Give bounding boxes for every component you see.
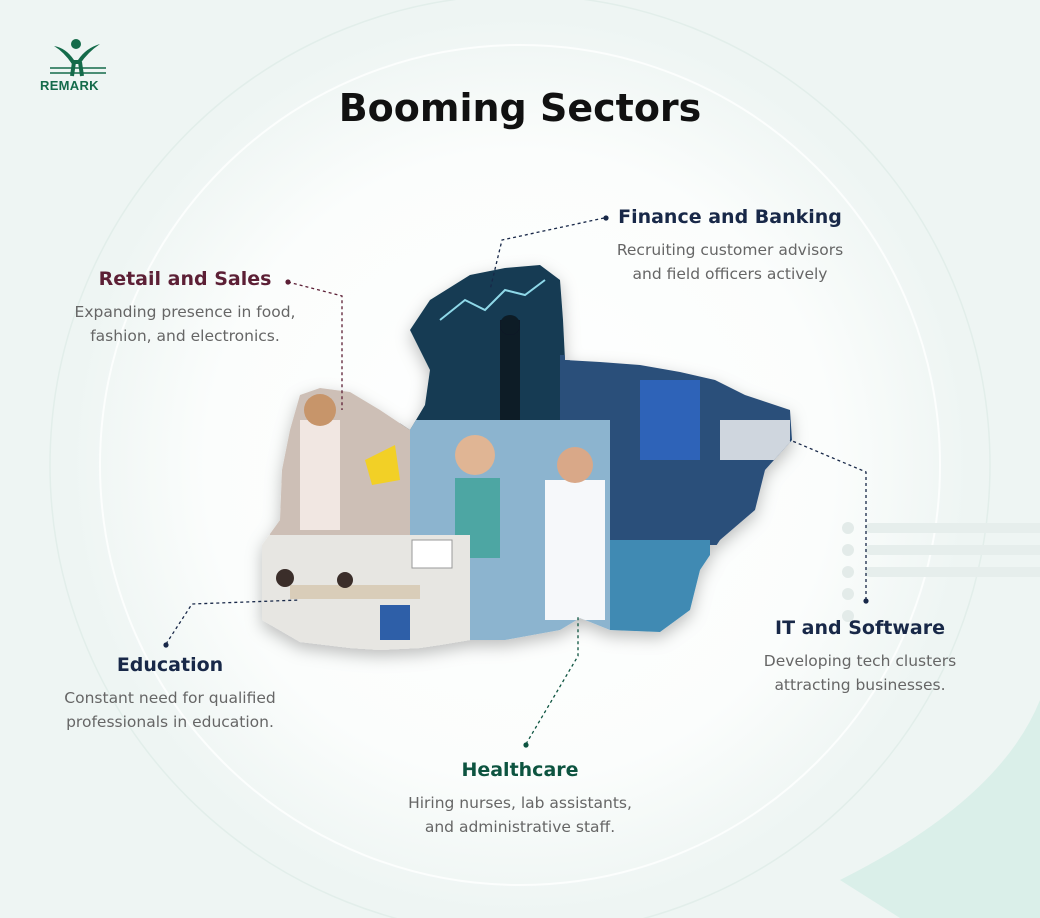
sector-it-title: IT and Software bbox=[775, 617, 945, 639]
sector-education: Education Constant need for qualified pr… bbox=[40, 654, 300, 734]
sector-finance-desc: Recruiting customer advisors and field o… bbox=[616, 241, 844, 283]
sector-it-desc: Developing tech clusters attracting busi… bbox=[763, 652, 957, 694]
sector-healthcare-title: Healthcare bbox=[461, 759, 579, 781]
sector-retail: Retail and Sales Expanding presence in f… bbox=[55, 268, 315, 348]
sector-finance-title: Finance and Banking bbox=[618, 206, 842, 228]
sector-education-desc: Constant need for qualified professional… bbox=[64, 689, 276, 731]
page-title: Booming Sectors bbox=[338, 86, 702, 130]
sector-healthcare: Healthcare Hiring nurses, lab assistants… bbox=[380, 759, 660, 839]
logo-text: REMARK bbox=[40, 78, 99, 93]
sector-retail-desc: Expanding presence in food, fashion, and… bbox=[74, 303, 296, 345]
sector-education-title: Education bbox=[116, 654, 224, 676]
sector-it: IT and Software Developing tech clusters… bbox=[730, 617, 990, 697]
sector-retail-title: Retail and Sales bbox=[98, 268, 272, 290]
sector-finance: Finance and Banking Recruiting customer … bbox=[600, 206, 860, 286]
remark-logo-icon bbox=[50, 39, 106, 77]
sector-healthcare-desc: Hiring nurses, lab assistants, and admin… bbox=[408, 794, 632, 836]
remark-logo: REMARK bbox=[36, 38, 126, 94]
